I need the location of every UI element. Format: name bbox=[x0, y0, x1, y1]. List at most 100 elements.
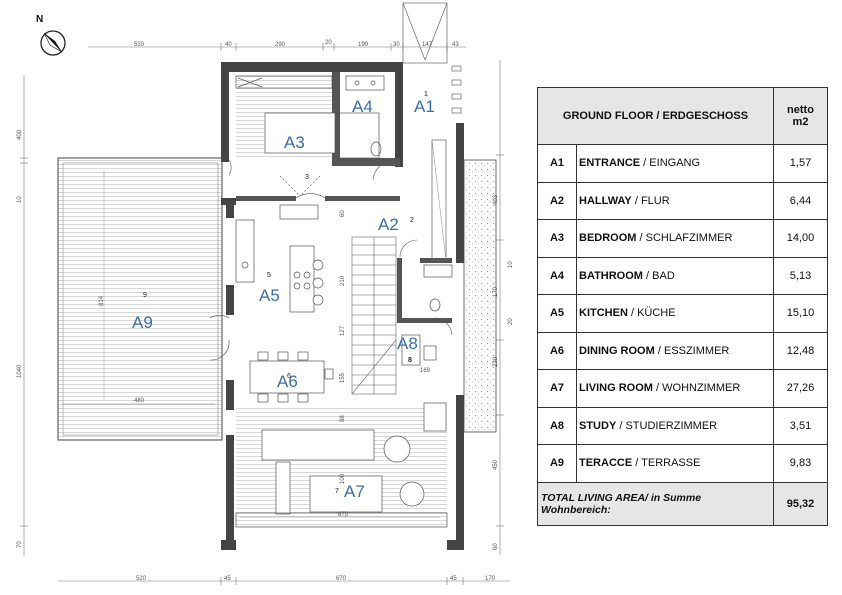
dim-bottom-3: 45 bbox=[450, 576, 457, 582]
room-name: BATHROOM / BAD bbox=[576, 256, 774, 295]
room-name-de: FLUR bbox=[640, 194, 670, 207]
dim-right-3: 20 bbox=[508, 318, 514, 325]
room-label-a6: A6 bbox=[277, 372, 298, 391]
room-label-a3: A3 bbox=[284, 133, 305, 152]
dim-inner-2: 675 bbox=[338, 512, 349, 518]
dim-top-6: 147 bbox=[422, 42, 433, 48]
room-area: 5,13 bbox=[773, 256, 828, 295]
room-id: A7 bbox=[537, 369, 577, 408]
dim-top-7: 43 bbox=[452, 42, 459, 48]
room-label-a7: A7 bbox=[344, 482, 365, 501]
dim-right-6: 60 bbox=[493, 543, 499, 550]
room-name-de: BAD bbox=[652, 269, 675, 282]
name-separator: / bbox=[640, 157, 650, 170]
room-label-a9: A9 bbox=[132, 313, 153, 332]
table-title: GROUND FLOOR / ERDGESCHOSS bbox=[537, 87, 774, 145]
dim-bottom-2: 670 bbox=[336, 576, 347, 582]
dim-inner-4: 210 bbox=[340, 275, 346, 286]
bed bbox=[235, 75, 336, 154]
room-label-a2: A2 bbox=[378, 215, 399, 234]
room-name-de: WOHNZIMMER bbox=[662, 382, 741, 395]
dim-top-4: 190 bbox=[358, 42, 369, 48]
room-label-a5: A5 bbox=[259, 286, 280, 305]
dim-inner-1: 480 bbox=[134, 398, 145, 404]
dim-left-3: 70 bbox=[17, 541, 23, 548]
room-name-en: ENTRANCE bbox=[579, 157, 641, 170]
dim-left-0: 400 bbox=[17, 129, 23, 140]
room-name: STUDY / STUDIERZIMMER bbox=[576, 406, 774, 445]
room-name-en: KITCHEN bbox=[579, 307, 628, 320]
room-number-6: 6 bbox=[287, 373, 291, 380]
dim-inner-9: 169 bbox=[420, 368, 431, 374]
dim-top-5: 30 bbox=[393, 42, 400, 48]
staircase bbox=[351, 236, 397, 395]
north-label: N bbox=[36, 14, 43, 25]
living-furniture bbox=[235, 402, 448, 528]
dimension-line-left bbox=[20, 75, 28, 555]
name-separator: / bbox=[627, 307, 638, 320]
room-name: DINING ROOM / ESSZIMMER bbox=[576, 331, 774, 370]
room-name: KITCHEN / KÜCHE bbox=[576, 294, 774, 333]
exterior-walls bbox=[221, 62, 464, 550]
room-label-a8: A8 bbox=[397, 334, 418, 353]
name-separator: / bbox=[652, 382, 663, 395]
total-value: 95,32 bbox=[773, 481, 828, 526]
room-name-en: LIVING ROOM bbox=[579, 382, 653, 395]
name-separator: / bbox=[616, 419, 626, 432]
room-id: A3 bbox=[537, 219, 577, 258]
entrance-canopy bbox=[402, 2, 462, 114]
room-name-de: SCHLAFZIMMER bbox=[645, 232, 733, 245]
gravel-strip bbox=[463, 159, 497, 433]
total-label: TOTAL LIVING AREA/ in Summe Wohnbereich: bbox=[537, 481, 774, 526]
dim-left-1: 10 bbox=[17, 196, 23, 203]
room-number-8: 8 bbox=[408, 357, 412, 364]
dim-inner-0: 814 bbox=[99, 295, 105, 306]
name-separator: / bbox=[642, 269, 653, 282]
study-desk bbox=[401, 334, 437, 366]
room-name-en: HALLWAY bbox=[579, 194, 632, 207]
dim-top-2: 290 bbox=[275, 42, 286, 48]
dim-right-5: 450 bbox=[493, 459, 499, 470]
room-label-a1: A1 bbox=[414, 97, 435, 116]
room-name-en: BATHROOM bbox=[579, 269, 643, 282]
room-area: 6,44 bbox=[773, 181, 828, 220]
room-name: HALLWAY / FLUR bbox=[576, 181, 774, 220]
dimension-line-right bbox=[496, 60, 504, 555]
dim-inner-8: 100 bbox=[340, 473, 346, 484]
dim-left-2: 1040 bbox=[17, 364, 23, 378]
hallway-shaft bbox=[431, 139, 447, 261]
room-name-de: ESSZIMMER bbox=[663, 344, 730, 357]
name-separator: / bbox=[654, 344, 664, 357]
kitchen-counters bbox=[235, 204, 324, 313]
dim-top-1: 40 bbox=[225, 42, 232, 48]
dim-bottom-4: 170 bbox=[485, 576, 496, 582]
room-id: A5 bbox=[537, 294, 577, 333]
room-name-en: DINING ROOM bbox=[579, 344, 655, 357]
room-number-1: 1 bbox=[424, 91, 428, 98]
room-name-en: TERACCE bbox=[579, 457, 633, 470]
room-area: 3,51 bbox=[773, 406, 828, 445]
dim-bottom-0: 520 bbox=[136, 576, 147, 582]
room-area: 1,57 bbox=[773, 144, 828, 183]
dining-table bbox=[249, 351, 334, 403]
wc-fixtures bbox=[423, 264, 453, 312]
room-name-de: KÜCHE bbox=[637, 307, 676, 320]
room-name: ENTRANCE / EINGANG bbox=[576, 144, 774, 183]
room-id: A2 bbox=[537, 181, 577, 220]
room-id: A4 bbox=[537, 256, 577, 295]
name-separator: / bbox=[631, 194, 641, 207]
dim-top-3: 20 bbox=[325, 40, 332, 46]
dim-inner-5: 127 bbox=[340, 325, 346, 336]
room-name-de: STUDIERZIMMER bbox=[625, 419, 718, 432]
room-id: A6 bbox=[537, 331, 577, 370]
room-name-de: EINGANG bbox=[649, 157, 701, 170]
